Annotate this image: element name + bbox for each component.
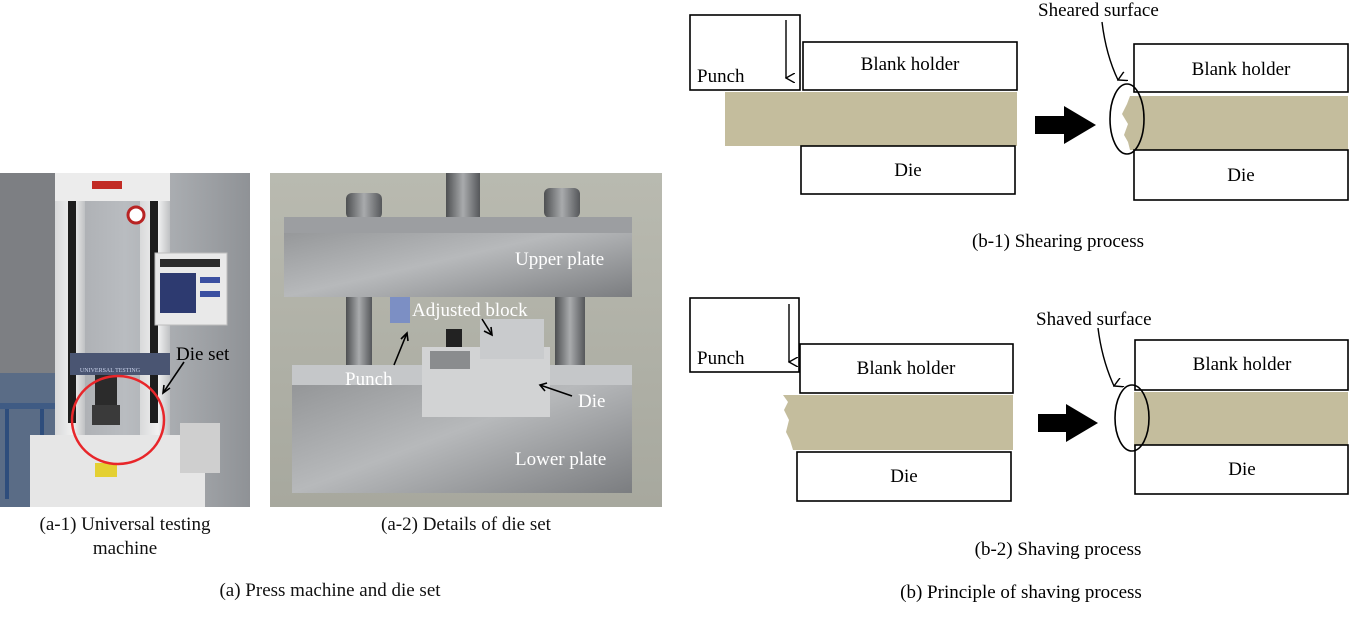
shearing-blank-holder-label: Blank holder	[861, 54, 960, 75]
caption-a: (a) Press machine and die set	[219, 580, 441, 601]
shaving-punch	[689, 297, 800, 373]
shaved-surface-label: Shaved surface	[1036, 309, 1152, 330]
shearing-die	[800, 145, 1016, 195]
lower-plate-label: Lower plate	[515, 449, 606, 470]
sheared-blank-holder	[1133, 43, 1349, 93]
shaving-die-label: Die	[890, 466, 917, 487]
shaving-blank-holder	[799, 343, 1014, 394]
shearing-sheet	[725, 92, 1017, 146]
sheared-blank-holder-label: Blank holder	[1192, 59, 1291, 80]
shearing-blank-holder	[802, 41, 1018, 91]
die-pointer-arrow	[539, 384, 573, 397]
punch-label: Punch	[345, 369, 393, 390]
die-set-pointer-arrow	[162, 361, 185, 394]
sheared-die-label: Die	[1227, 165, 1254, 186]
die-set-illustration: Upper plate Adjusted block Punch Die Low…	[270, 173, 662, 507]
shaving-diagram: Punch Blank holder Die Blank holder Die …	[689, 297, 1349, 560]
shaving-blank-holder-label: Blank holder	[857, 358, 956, 379]
adjusted-block-label: Adjusted block	[412, 300, 528, 321]
sheared-surface-circle	[1109, 83, 1145, 155]
shaving-punch-label: Punch	[697, 348, 745, 369]
shaving-die	[796, 451, 1012, 502]
caption-a2: (a-2) Details of die set	[381, 514, 551, 535]
shaved-surface-pointer	[1097, 327, 1114, 386]
caption-a1-line1: (a-1) Universal testing	[39, 514, 211, 535]
sheared-surface-label: Sheared surface	[1038, 0, 1159, 21]
shaving-sheet	[783, 395, 1013, 450]
caption-b1: (b-1) Shearing process	[972, 231, 1144, 252]
shaved-die	[1134, 444, 1349, 495]
adjusted-block-pointer-arrow	[481, 318, 493, 336]
shaved-blank-holder	[1134, 339, 1349, 391]
sheared-surface-pointer	[1101, 21, 1118, 80]
universal-testing-machine-photo: UNIVERSAL TESTING Die set	[0, 173, 250, 507]
die-set-photo: Upper plate Adjusted block Punch Die Low…	[270, 173, 662, 507]
shearing-diagram: Punch Blank holder Die Blank holder Die …	[689, 0, 1349, 252]
punch-pointer-arrow	[393, 332, 408, 366]
sheared-sheet	[1122, 96, 1348, 150]
die-set-label: Die set	[176, 344, 230, 365]
sheared-die	[1133, 149, 1349, 201]
shaved-sheet	[1134, 392, 1348, 447]
shearing-punch-label: Punch	[697, 66, 745, 87]
upper-plate-label: Upper plate	[515, 249, 604, 270]
die-label: Die	[578, 391, 605, 412]
shaving-process-arrow	[1038, 404, 1098, 442]
shaved-blank-holder-label: Blank holder	[1193, 354, 1292, 375]
shaved-die-label: Die	[1228, 459, 1255, 480]
caption-b2: (b-2) Shaving process	[975, 539, 1142, 560]
shearing-die-label: Die	[894, 160, 921, 181]
shaved-surface-circle	[1114, 384, 1150, 452]
die-set-highlight-circle	[70, 374, 166, 466]
caption-a1-line2: machine	[92, 538, 158, 559]
machine-illustration: UNIVERSAL TESTING Die set	[0, 173, 250, 507]
caption-b: (b) Principle of shaving process	[900, 582, 1142, 603]
machine-display-text: UNIVERSAL TESTING	[80, 368, 141, 374]
shearing-process-arrow	[1035, 106, 1096, 144]
shearing-punch	[689, 14, 801, 91]
